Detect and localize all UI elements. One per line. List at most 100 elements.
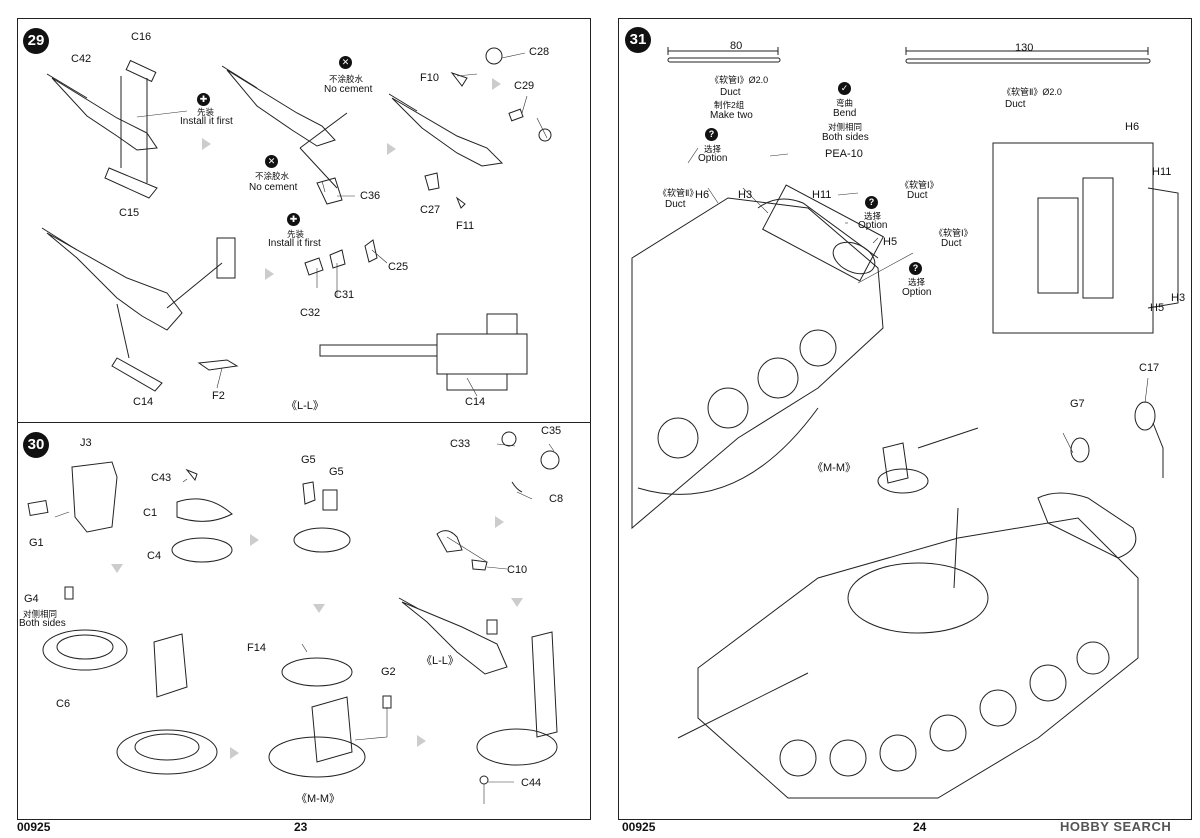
duct-ii-en: Duct	[665, 199, 686, 210]
label-j3: J3	[80, 437, 92, 449]
label-c29: C29	[514, 80, 535, 92]
label-g4: G4	[24, 593, 39, 605]
no-cement-en: No cement	[324, 84, 373, 95]
step-30-panel	[17, 422, 591, 820]
footer-page-right: 24	[913, 820, 927, 834]
label-h3: H3	[738, 189, 753, 201]
both-sides-31-en: Both sides	[822, 132, 869, 143]
label-g2: G2	[381, 666, 396, 678]
option-icon-1: ?	[705, 128, 718, 141]
option3-en: Option	[902, 287, 932, 298]
duct2-zh: 《软管Ⅱ》Ø2.0	[1002, 87, 1062, 97]
label-c6: C6	[56, 698, 71, 710]
label-g1: G1	[29, 537, 44, 549]
step-30-number: 30	[23, 432, 49, 458]
label-c36: C36	[360, 190, 381, 202]
duct2-en: Duct	[1005, 99, 1026, 110]
label-c28: C28	[529, 46, 550, 58]
bend-icon: ✓	[838, 82, 851, 95]
label-c8: C8	[549, 493, 564, 505]
install-first-zh: 先装	[197, 107, 215, 117]
duct-ii-zh: 《软管Ⅱ》	[658, 188, 699, 198]
view-mm-31: 《M-M》	[812, 462, 856, 474]
duct1-en: Duct	[720, 87, 741, 98]
no-cement-zh: 不涂胶水	[329, 74, 364, 84]
footer-code-right: 00925	[622, 820, 656, 834]
inset-label-h5: H5	[1150, 302, 1165, 314]
label-pea10: PEA-10	[825, 148, 863, 160]
duct-i-zh: 《软管Ⅰ》	[900, 180, 939, 190]
label-f11: F11	[456, 220, 475, 232]
label-c44: C44	[521, 777, 542, 789]
make-two-zh: 制作2组	[714, 100, 745, 110]
view-mm-30: 《M-M》	[296, 793, 340, 805]
footer-code-left: 00925	[17, 820, 51, 834]
option-icon-2: ?	[865, 196, 878, 209]
footer-page-left: 23	[294, 820, 308, 834]
step-31-number: 31	[625, 27, 651, 53]
label-c10: C10	[507, 564, 528, 576]
label-g5-b: G5	[329, 466, 344, 478]
option-icon-3: ?	[909, 262, 922, 275]
label-c42: C42	[71, 53, 92, 65]
label-c16: C16	[131, 31, 152, 43]
step-30-drawing	[27, 431, 560, 804]
label-f14: F14	[247, 642, 266, 654]
option2-zh: 选择	[864, 211, 882, 221]
step-31-drawing	[631, 47, 1179, 799]
both-sides-zh: 对侧相同	[23, 609, 58, 619]
both-sides-en: Both sides	[19, 618, 66, 629]
view-ll-30: 《L-L》	[421, 655, 459, 667]
step-29-drawing	[41, 47, 552, 397]
duct-i-en: Duct	[907, 190, 928, 201]
step-29-number: 29	[23, 28, 49, 54]
label-h5: H5	[883, 236, 898, 248]
install-first-icon: ✚	[197, 93, 210, 106]
dim-80: 80	[730, 40, 743, 52]
right-page	[618, 18, 1192, 820]
label-c14-b: C14	[465, 396, 486, 408]
label-g5-a: G5	[301, 454, 316, 466]
duct-i2-zh: 《软管Ⅰ》	[934, 228, 973, 238]
label-c14-a: C14	[133, 396, 154, 408]
make-two-en: Make two	[710, 110, 753, 121]
install-first-en: Install it first	[180, 116, 233, 127]
option1-zh: 选择	[704, 144, 722, 154]
label-c25: C25	[388, 261, 409, 273]
label-h6: H6	[695, 189, 710, 201]
install-first-en-2: Install it first	[268, 238, 321, 249]
duct1-zh: 《软管Ⅰ》Ø2.0	[710, 75, 769, 85]
no-cement-icon-2: ✕	[265, 155, 278, 168]
bend-en: Bend	[833, 108, 857, 119]
inset-label-h3: H3	[1171, 292, 1186, 304]
hobby-search-watermark: HOBBY SEARCH	[1060, 819, 1172, 834]
install-first-icon-2: ✚	[287, 213, 300, 226]
label-g7: G7	[1070, 398, 1085, 410]
option2-en: Option	[858, 220, 888, 231]
bend-zh: 弯曲	[836, 98, 854, 108]
no-cement-zh-2: 不涂胶水	[255, 171, 290, 181]
label-c15: C15	[119, 207, 140, 219]
both-sides-31-zh: 对侧相同	[828, 122, 863, 132]
label-c43: C43	[151, 472, 172, 484]
label-c32: C32	[300, 307, 321, 319]
no-cement-icon: ✕	[339, 56, 352, 69]
dim-130: 130	[1015, 42, 1034, 54]
option3-zh: 选择	[908, 277, 926, 287]
label-c17: C17	[1139, 362, 1160, 374]
duct-i2-en: Duct	[941, 238, 962, 249]
inset-label-h11: H11	[1152, 166, 1172, 178]
inset-label-h6: H6	[1125, 121, 1140, 133]
no-cement-en-2: No cement	[249, 182, 298, 193]
label-f2: F2	[212, 390, 225, 402]
label-c27: C27	[420, 204, 441, 216]
option1-en: Option	[698, 153, 728, 164]
label-c33: C33	[450, 438, 471, 450]
label-c31: C31	[334, 289, 355, 301]
label-f10: F10	[420, 72, 439, 84]
label-c1: C1	[143, 507, 158, 519]
install-first-zh-2: 先装	[287, 229, 305, 239]
view-ll-29: 《L-L》	[286, 400, 324, 412]
label-c4: C4	[147, 550, 162, 562]
label-c35: C35	[541, 425, 562, 437]
